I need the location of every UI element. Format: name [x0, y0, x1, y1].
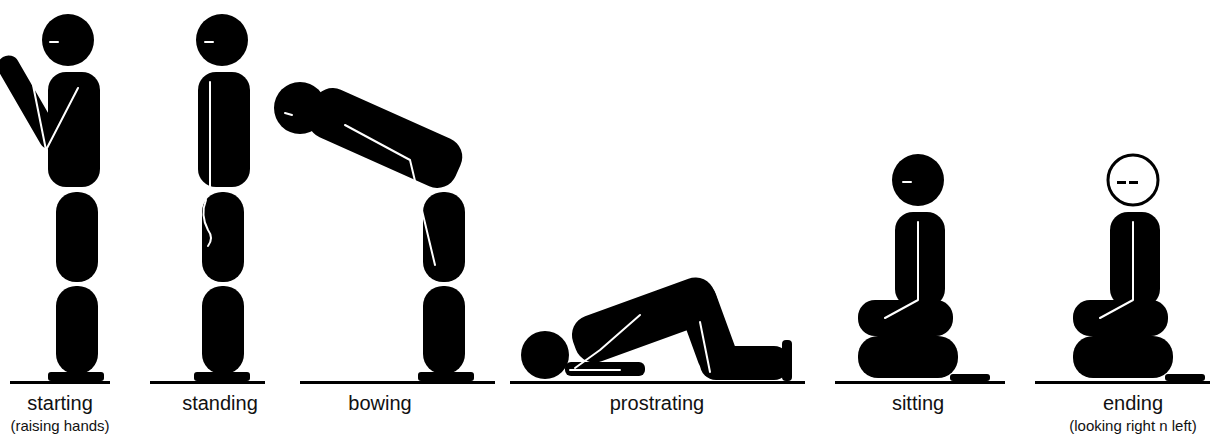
position-name: standing: [182, 393, 258, 413]
position-name: sitting: [892, 393, 944, 413]
position-name: bowing: [348, 393, 411, 413]
ground-line: [1035, 381, 1210, 384]
starting-figure: [0, 14, 104, 381]
ground-line: [835, 381, 1005, 384]
ground-line: [300, 381, 495, 384]
position-note: (raising hands): [10, 418, 109, 433]
position-name: starting: [27, 393, 93, 413]
position-name: prostrating: [610, 393, 705, 413]
bowing-figure: [274, 82, 474, 381]
position-note: (looking right n left): [1069, 418, 1197, 433]
prostrating-figure: [521, 272, 792, 381]
ground-line: [10, 381, 110, 384]
ending-figure: [1073, 155, 1205, 381]
position-name: ending: [1103, 393, 1163, 413]
standing-figure: [194, 14, 250, 381]
sitting-figure: [858, 154, 990, 381]
ground-line: [510, 381, 805, 384]
ground-line: [150, 381, 265, 384]
